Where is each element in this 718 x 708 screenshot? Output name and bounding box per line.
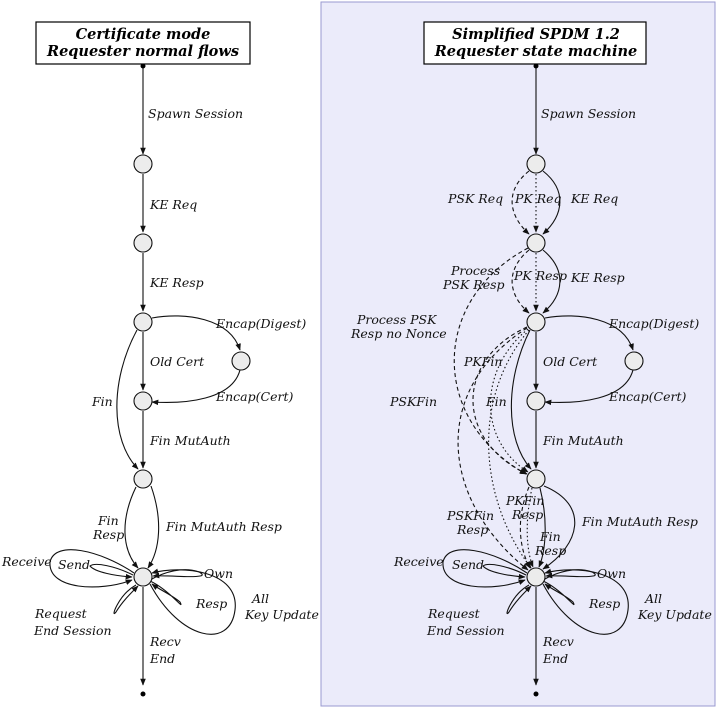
right-label-pk-req: PK Req [514, 191, 562, 206]
right-node-session [526, 567, 546, 587]
right-label-process-psk: Process PSK [356, 312, 437, 327]
right-label-spawn: Spawn Session [541, 106, 636, 121]
right-node-1 [526, 154, 546, 174]
right-node-4 [526, 391, 546, 411]
right-label-end-session: End Session [426, 623, 505, 638]
left-node-3 [133, 312, 153, 332]
left-label-fin-resp-1: Fin [97, 513, 119, 528]
left-label-encap-cert: Encap(Cert) [215, 389, 293, 404]
left-title-line1: Certificate mode [76, 26, 211, 43]
left-label-old-cert: Old Cert [150, 354, 205, 369]
right-end-dot [533, 691, 539, 697]
right-label-old-cert: Old Cert [543, 354, 598, 369]
left-node-4 [133, 391, 153, 411]
right-node-encap [624, 351, 644, 371]
right-label-pk-resp: PK Resp [513, 268, 567, 283]
right-title-box [423, 21, 647, 65]
right-label-encap-digest: Encap(Digest) [608, 316, 699, 331]
right-label-all: All [644, 591, 662, 606]
right-label-send: Send [452, 557, 484, 572]
right-label-pskfin-resp-2: Resp [456, 522, 488, 537]
right-node-3 [526, 312, 546, 332]
left-node-encap [231, 351, 251, 371]
left-node-session [133, 567, 153, 587]
right-label-pkfin-resp-2: Resp [511, 507, 543, 522]
left-diagram: Certificate mode Requester normal flows [1, 21, 319, 697]
left-label-receive: Receive [1, 554, 52, 569]
left-label-end-session: End Session [33, 623, 112, 638]
right-label-key-update: Key Update [637, 607, 712, 622]
right-label-end: End [542, 651, 568, 666]
left-label-fin-mutauth: Fin MutAuth [149, 433, 231, 448]
right-label-fin-resp-1: Fin [539, 529, 561, 544]
left-label-key-update: Key Update [244, 607, 319, 622]
left-start-dot [140, 63, 146, 69]
right-label-pkfin-resp-1: PKFin [505, 493, 544, 508]
right-panel [320, 1, 716, 707]
right-label-psk-req: PSK Req [447, 191, 503, 206]
left-label-fin: Fin [91, 394, 113, 409]
right-label-pskfin-resp-1: PSKFin [446, 508, 494, 523]
right-label-resp-no-nonce: Resp no Nonce [350, 326, 447, 341]
right-label-pskfin: PSKFin [389, 394, 437, 409]
left-end-dot [140, 691, 146, 697]
right-label-ke-resp: KE Resp [570, 270, 625, 285]
left-label-all: All [251, 591, 269, 606]
right-label-fin-resp-2: Resp [534, 543, 566, 558]
left-label-request: Request [34, 606, 88, 621]
left-label-fin-resp-2: Resp [92, 527, 124, 542]
right-label-receive: Receive [393, 554, 444, 569]
right-node-2 [526, 233, 546, 253]
right-label-own: Own [597, 566, 626, 581]
right-diagram: Simplified SPDM 1.2 Requester state mach… [350, 21, 712, 697]
right-node-5 [526, 469, 546, 489]
left-label-ke-resp: KE Resp [149, 275, 204, 290]
right-start-dot [533, 63, 539, 69]
right-label-process-1: Process [450, 263, 500, 278]
right-title-line2: Requester state machine [434, 43, 638, 60]
left-label-own: Own [204, 566, 233, 581]
left-label-ke-req: KE Req [149, 197, 197, 212]
right-label-resp: Resp [588, 596, 620, 611]
right-label-encap-cert: Encap(Cert) [608, 389, 686, 404]
left-label-recv: Recv [149, 634, 181, 649]
right-title-line1: Simplified SPDM 1.2 [452, 26, 620, 43]
right-label-request: Request [427, 606, 481, 621]
left-node-1 [133, 154, 153, 174]
right-label-ke-req: KE Req [570, 191, 618, 206]
left-label-send: Send [58, 557, 90, 572]
right-label-fin-mutauth: Fin MutAuth [542, 433, 624, 448]
right-label-psk-resp: PSK Resp [442, 277, 505, 292]
left-title-box [35, 21, 251, 65]
left-label-end: End [149, 651, 175, 666]
left-label-fin-mutauth-resp: Fin MutAuth Resp [165, 519, 282, 534]
left-node-5 [133, 469, 153, 489]
left-label-encap-digest: Encap(Digest) [215, 316, 306, 331]
left-title-line2: Requester normal flows [46, 43, 239, 60]
left-label-spawn: Spawn Session [148, 106, 243, 121]
right-label-fin: Fin [485, 394, 507, 409]
right-label-pkfin: PKFin [463, 354, 502, 369]
right-label-recv: Recv [542, 634, 574, 649]
left-node-2 [133, 233, 153, 253]
left-label-resp: Resp [195, 596, 227, 611]
right-label-fin-mutauth-resp: Fin MutAuth Resp [581, 514, 698, 529]
